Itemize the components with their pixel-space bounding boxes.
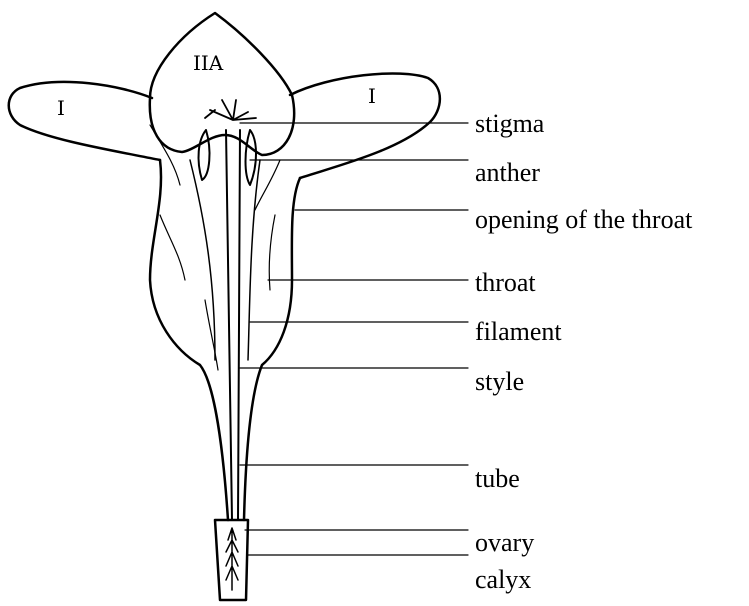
throat-stroke-5 [205, 300, 218, 370]
label-opening: opening of the throat [475, 207, 692, 233]
throat-stroke-3 [269, 215, 275, 290]
style-line-right [238, 130, 240, 520]
label-ovary: ovary [475, 530, 534, 556]
label-filament: filament [475, 319, 562, 345]
petal-mark-right: I [368, 84, 376, 108]
label-tube: tube [475, 466, 520, 492]
throat-inner-left [190, 160, 215, 360]
throat-stroke-2 [160, 215, 185, 280]
corolla-left-wall [150, 160, 228, 520]
stigma-branches [205, 100, 256, 120]
anther-left [199, 130, 210, 180]
petal-mark-left: I [57, 96, 65, 120]
label-style: style [475, 369, 524, 395]
petal-mark-center: IIA [193, 51, 224, 75]
label-anther: anther [475, 160, 540, 186]
anther-right [246, 130, 257, 185]
throat-inner-right [248, 160, 260, 360]
right-petal [290, 73, 440, 178]
style-line-left [226, 130, 232, 520]
left-petal [9, 82, 160, 160]
upper-lip [150, 13, 294, 155]
label-stigma: stigma [475, 111, 544, 137]
ovary-seeds [226, 528, 238, 590]
label-throat: throat [475, 270, 536, 296]
label-calyx: calyx [475, 567, 531, 593]
